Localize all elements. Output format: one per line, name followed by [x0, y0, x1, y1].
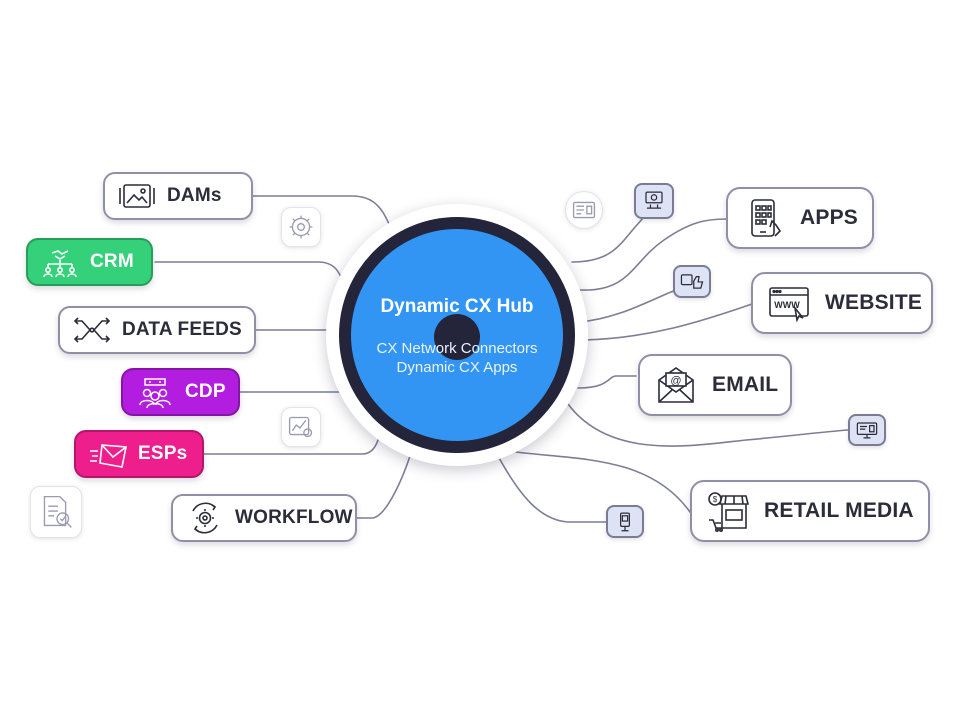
mobile-apps-icon	[751, 199, 782, 237]
link-apps	[579, 218, 727, 291]
node-esps[interactable]: ESPs	[74, 430, 204, 478]
link-workflow	[356, 455, 411, 519]
device-sync-icon	[645, 191, 663, 209]
node-data-feeds[interactable]: DATA FEEDS	[58, 306, 256, 354]
node-apps[interactable]: APPS	[726, 187, 874, 249]
link-retail-media	[515, 451, 691, 513]
node-website-label: WEBSITE	[825, 291, 923, 314]
social-like-icon	[680, 274, 704, 289]
mini-node-display	[848, 414, 886, 446]
report-deco	[30, 486, 82, 538]
hub-subtitle-connectors: CX Network Connectors	[376, 340, 538, 357]
node-apps-label: APPS	[800, 206, 858, 229]
link-display-mini	[567, 403, 849, 447]
svg-text:@: @	[670, 375, 681, 387]
node-email-label: EMAIL	[712, 373, 779, 396]
hub-subtitle-apps: Dynamic CX Apps	[396, 359, 518, 376]
node-data-feeds-label: DATA FEEDS	[122, 319, 242, 340]
node-dams-label: DAMs	[167, 185, 222, 206]
node-crm-label: CRM	[90, 251, 134, 272]
node-crm[interactable]: CRM	[26, 238, 153, 286]
analytics-deco	[281, 407, 321, 447]
dashboard-icon	[572, 201, 596, 219]
display-screen-icon	[856, 422, 878, 439]
link-crm	[154, 261, 345, 285]
mini-node-kiosk	[606, 505, 644, 538]
link-website-mini	[579, 289, 677, 323]
email-send-icon	[90, 444, 127, 468]
node-dams[interactable]: DAMs	[103, 172, 253, 220]
dashboard-deco	[565, 191, 603, 229]
mini-node-device	[634, 183, 674, 219]
link-website	[583, 303, 753, 341]
node-retail-media-label: RETAIL MEDIA	[764, 499, 914, 522]
image-gallery-icon	[119, 184, 155, 208]
browser-www-icon: WWW	[769, 287, 809, 323]
gear-icon	[289, 215, 313, 239]
analytics-chart-icon	[288, 416, 313, 438]
node-cdp-label: CDP	[185, 381, 226, 402]
link-esps	[202, 439, 379, 455]
hub-center-dot	[434, 314, 480, 360]
node-cdp[interactable]: CDP	[121, 368, 240, 416]
node-workflow-label: WORKFLOW	[235, 507, 353, 528]
node-retail-media[interactable]: $ RETAIL MEDIA	[690, 480, 930, 542]
node-esps-label: ESPs	[138, 443, 188, 464]
node-website[interactable]: WWW WEBSITE	[751, 272, 933, 334]
svg-text:$: $	[713, 495, 718, 504]
mini-node-social	[673, 265, 711, 298]
kiosk-icon	[619, 512, 631, 532]
node-email[interactable]: @ EMAIL	[638, 354, 792, 416]
link-email	[577, 375, 637, 389]
www-icon-text: WWW	[774, 300, 800, 310]
link-kiosk-mini	[497, 455, 607, 523]
node-workflow[interactable]: WORKFLOW	[171, 494, 357, 542]
envelope-at-icon: @	[658, 367, 694, 403]
merge-arrows-icon	[73, 317, 111, 343]
report-search-icon	[43, 495, 72, 528]
customer-group-icon	[139, 378, 171, 409]
settings-gear-deco	[281, 207, 321, 247]
workflow-gear-icon	[192, 502, 218, 534]
link-dams	[251, 195, 391, 227]
storefront-icon: $	[708, 492, 750, 532]
hub-title: Dynamic CX Hub	[380, 296, 534, 317]
handshake-team-icon	[43, 250, 77, 278]
